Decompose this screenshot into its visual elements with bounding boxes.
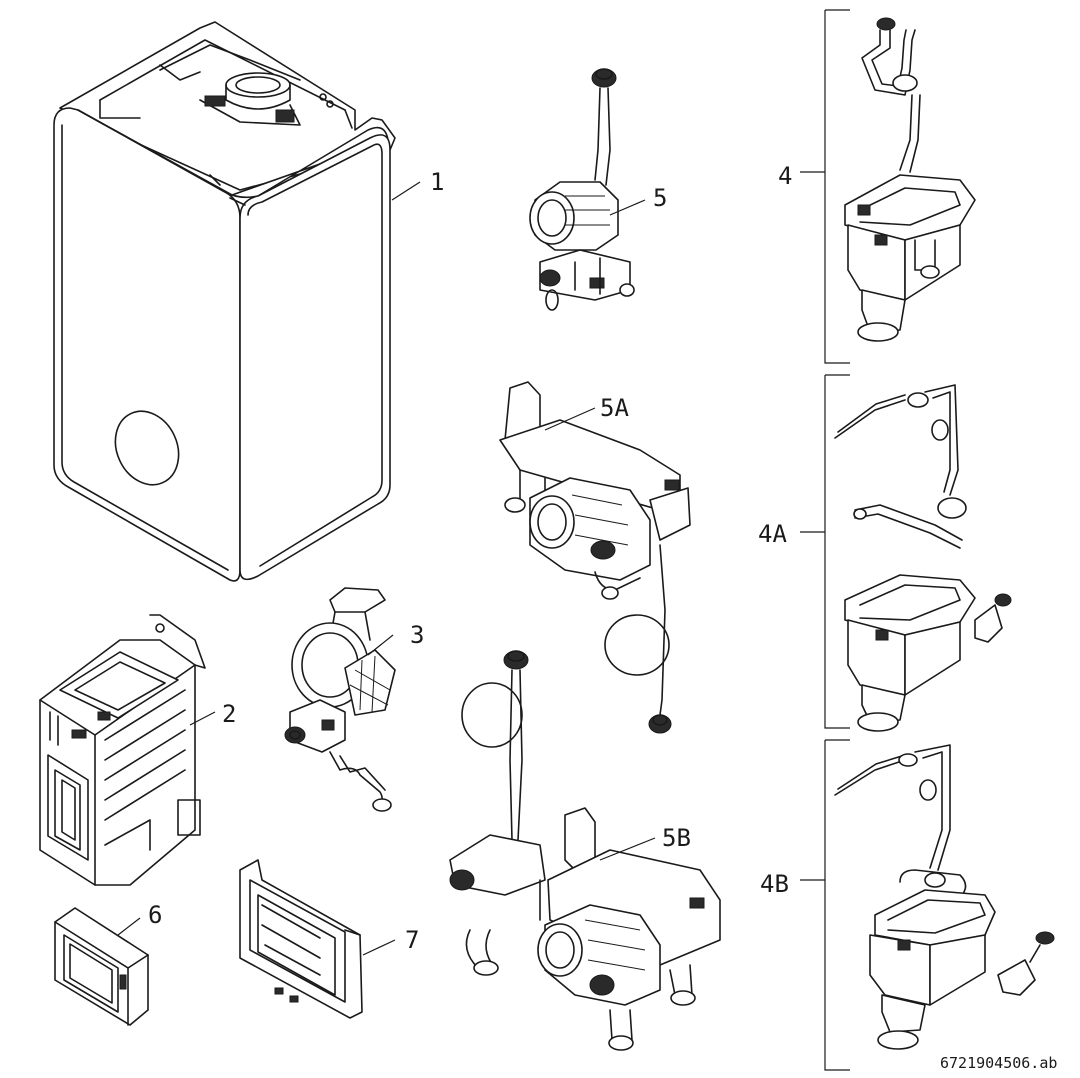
part-4-siphon-set	[824, 9, 976, 364]
label-part-4: 4	[778, 162, 792, 190]
label-part-3: 3	[410, 621, 424, 649]
document-id: 6721904506.ab	[940, 1054, 1057, 1072]
part-6-control-display	[54, 907, 149, 1026]
label-part-6: 6	[148, 901, 162, 929]
part-1-boiler-casing	[53, 21, 396, 582]
part-5b-hydraulic-block	[449, 650, 721, 1051]
part-7-mounting-frame	[239, 859, 363, 1019]
leader-lines	[117, 171, 825, 956]
part-4b-siphon-set	[824, 739, 1055, 1071]
part-5-pump	[529, 68, 635, 311]
label-part-4b: 4B	[760, 870, 789, 898]
label-part-5: 5	[653, 184, 667, 212]
label-part-5a: 5A	[600, 394, 629, 422]
label-part-7: 7	[405, 926, 419, 954]
part-4a-siphon-set	[824, 374, 1012, 732]
label-part-5b: 5B	[662, 824, 691, 852]
part-3-fan-assembly	[284, 587, 396, 812]
part-5a-hydraulic-block	[499, 381, 691, 734]
label-part-1: 1	[430, 168, 444, 196]
label-part-2: 2	[222, 700, 236, 728]
label-part-4a: 4A	[758, 520, 787, 548]
part-labels: 1 2 3 4 4A 4B 5 5A 5B 6 7 6721904506.ab	[148, 162, 1057, 1072]
part-2-heat-exchanger	[39, 614, 206, 886]
